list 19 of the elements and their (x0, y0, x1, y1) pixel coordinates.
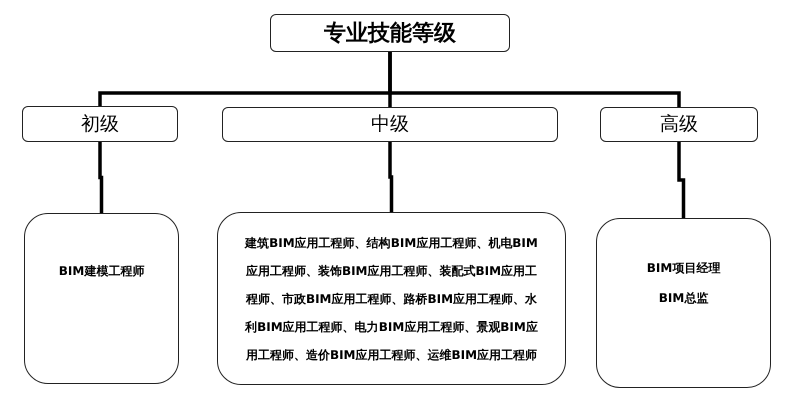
level-box (600, 107, 758, 142)
connector-line (388, 142, 394, 212)
connector-line (98, 142, 104, 213)
connector-line (388, 52, 681, 107)
level-box (222, 107, 558, 142)
role-box (24, 213, 179, 384)
role-box (596, 218, 771, 388)
node-text: BIM建模工程师 (58, 262, 144, 280)
level-box (22, 106, 178, 142)
node-text: BIM项目经理 (646, 260, 720, 277)
node-text: 建筑BIM应用工程师、结构BIM应用工程师、机电BIM应用工程师、装饰BIM应用工程师、装配式BIM应用工程师、市政BIM应用工程师、路桥BIM应用工程师、水利BIM应用工程师、电力BIM应用工程师、景观BIM应用工程师、造价BIM应用工程师、运维BIM应用工程师 (243, 234, 539, 364)
node-text: 中级 (371, 112, 409, 138)
connector-line (677, 142, 686, 218)
role-box (217, 212, 566, 385)
node-text: 初级 (81, 112, 119, 137)
title-box (270, 14, 510, 52)
node-text: BIM总监 (658, 290, 708, 307)
node-text: 专业技能等级 (324, 20, 456, 48)
node-text: 高级 (660, 112, 698, 138)
